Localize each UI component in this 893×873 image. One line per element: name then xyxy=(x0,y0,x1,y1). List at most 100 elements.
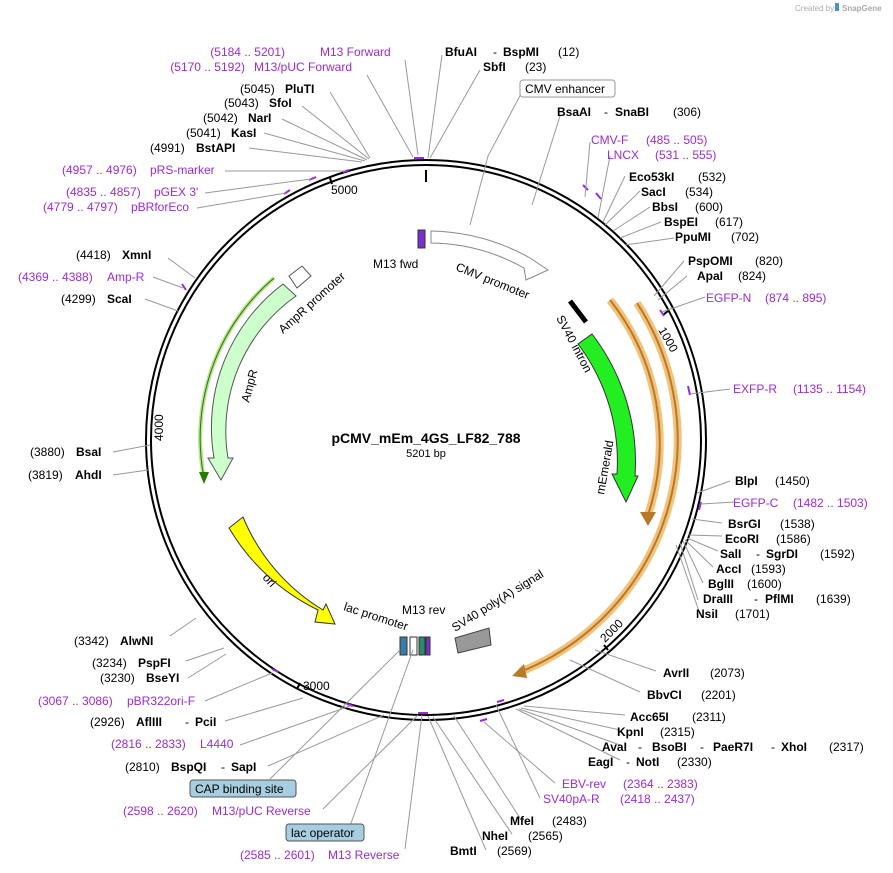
svg-text:-: - xyxy=(754,592,758,606)
labels-bottom-right: AvrII (2073) BbvCI (2201) Acc65I (2311) … xyxy=(450,666,864,858)
lac-promoter-label: lac promoter xyxy=(342,600,410,634)
site-nhei-pos: (2565) xyxy=(528,829,563,843)
site-avrii-pos: (2073) xyxy=(710,666,745,680)
site-kpni: KpnI xyxy=(617,725,644,739)
site-afliii-pos: (2926) xyxy=(90,715,125,729)
site-ppumi: PpuMI xyxy=(675,230,711,244)
site-bseyi: BseYI xyxy=(146,671,179,685)
site-nari: NarI xyxy=(248,111,271,125)
ampr-promoter-arrow xyxy=(288,265,312,289)
plasmid-size: 5201 bp xyxy=(406,448,446,460)
site-avai: AvaI xyxy=(602,740,627,754)
site-acc65i: Acc65I xyxy=(630,710,669,724)
primer-pbrforeco-pos: (4779 .. 4797) xyxy=(43,200,118,214)
site-xhoi: XhoI xyxy=(781,740,807,754)
svg-text:-: - xyxy=(604,105,608,119)
site-alwni: AlwNI xyxy=(120,634,153,648)
primer-m13rev-pos: (2585 .. 2601) xyxy=(240,848,315,862)
site-bbsi: BbsI xyxy=(652,200,678,214)
site-ahdi-pos: (3819) xyxy=(28,468,63,482)
site-pspomi-pos: (820) xyxy=(755,254,783,268)
primer-egfpn-pos: (874 .. 895) xyxy=(765,291,826,305)
sv40-polya-label: SV40 poly(A) signal xyxy=(449,567,546,635)
orange-arrowhead-2 xyxy=(512,664,527,678)
site-sbfi-pos: (23) xyxy=(525,60,546,74)
primer-m13fwd-label: M13 Forward xyxy=(320,45,391,59)
primer-l4440-label: L4440 xyxy=(200,737,234,751)
primer-m13puc-rev-label: M13/pUC Reverse xyxy=(212,804,311,818)
site-acci: AccI xyxy=(716,562,741,576)
sv40-intron-bar xyxy=(568,299,588,324)
ampr-outline-arrowhead xyxy=(199,472,209,484)
svg-text:-: - xyxy=(185,715,189,729)
site-eagi: EagI xyxy=(588,755,613,769)
site-alwni-pos: (3342) xyxy=(74,634,109,648)
m13-fwd-feature xyxy=(417,229,426,249)
labels-top: (5184 .. 5201) M13 Forward (5170 .. 5192… xyxy=(170,45,866,396)
lac-operator-feature xyxy=(399,636,408,656)
site-noti: NotI xyxy=(636,755,659,769)
site-pluti-pos: (5045) xyxy=(240,82,275,96)
site-ahdi: AhdI xyxy=(75,468,102,482)
site-ppumi-pos: (702) xyxy=(731,230,759,244)
orange-arrow-2 xyxy=(519,302,679,673)
primer-prs-label: pRS-marker xyxy=(150,163,215,177)
cap-site-label: CAP binding site xyxy=(195,782,284,796)
backbone-inner xyxy=(150,164,702,716)
site-kasi-pos: (5041) xyxy=(186,126,221,140)
primer-ebvrev-label: EBV-rev xyxy=(562,777,606,791)
site-bsrgi-pos: (1538) xyxy=(780,517,815,531)
site-sali: SalI xyxy=(720,547,741,561)
site-scai-pos: (4299) xyxy=(61,292,96,306)
primer-pgex-label: pGEX 3' xyxy=(154,185,198,199)
primer-m13puc-fwd-label: M13/pUC Forward xyxy=(254,60,352,74)
site-ecori: EcoRI xyxy=(725,532,759,546)
primer-lncx-label: LNCX xyxy=(607,148,639,162)
site-bspei: BspEI xyxy=(664,215,698,229)
site-pspfi-pos: (3234) xyxy=(92,656,127,670)
cmv-promoter-arrow xyxy=(430,230,550,281)
site-bstapi-pos: (4991) xyxy=(150,141,185,155)
primer-egfpn-label: EGFP-N xyxy=(706,291,751,305)
m13-rev-label: M13 rev xyxy=(402,603,445,617)
cmv-enhancer-label: CMV enhancer xyxy=(525,82,605,96)
tick-mark-3000 xyxy=(296,682,301,690)
site-avrii: AvrII xyxy=(663,666,689,680)
site-afliii: AflIII xyxy=(136,715,162,729)
snapgene-brand: SnapGene xyxy=(842,4,882,13)
orange-arrowhead-1 xyxy=(640,512,656,526)
cmv-enhancer-box xyxy=(519,79,616,98)
site-bspqi-pos: (2810) xyxy=(125,760,160,774)
plasmid-name: pCMV_mEm_4GS_LF82_788 xyxy=(331,430,520,446)
primer-m13rev-label: M13 Reverse xyxy=(328,848,400,862)
sv40-polya-feature xyxy=(454,627,492,654)
site-bbsi-pos: (600) xyxy=(695,200,723,214)
site-apai: ApaI xyxy=(697,269,723,283)
site-eagi-pos: (2330) xyxy=(677,755,712,769)
cap-site-box xyxy=(189,779,297,798)
primer-egfpc-pos: (1482 .. 1503) xyxy=(793,496,868,510)
primer-pbrforeco-label: pBRforEco xyxy=(131,200,189,214)
orange-arrow-1 xyxy=(609,299,661,516)
primer-exfpr-label: EXFP-R xyxy=(733,382,777,396)
site-bfuai: BfuAI xyxy=(445,45,477,59)
created-by-text: Created by xyxy=(795,4,834,13)
site-acc65i-pos: (2311) xyxy=(692,710,726,724)
site-xmni: XmnI xyxy=(122,248,151,262)
site-bfuai-pos: (12) xyxy=(558,45,579,59)
site-nari-pos: (5042) xyxy=(203,111,238,125)
lac-promoter-feature xyxy=(409,636,418,656)
primer-mark-prs xyxy=(342,169,350,173)
primer-ebvrev-pos: (2364 .. 2383) xyxy=(623,777,698,791)
svg-text:-: - xyxy=(626,755,630,769)
site-pflmi: PflMI xyxy=(765,592,794,606)
site-draiii: DraIII xyxy=(703,592,733,606)
ampr-label: AmpR xyxy=(238,368,260,404)
ori-arrow xyxy=(228,516,336,625)
labels-left: (5045) PluTI (5043) SfoI (5042) NarI (50… xyxy=(18,82,314,482)
site-bsobi: BsoBI xyxy=(652,740,687,754)
site-pluti: PluTI xyxy=(285,82,314,96)
memerald-label: mEmerald xyxy=(593,439,616,495)
site-pspfi: PspFI xyxy=(138,656,171,670)
site-nhei: NheI xyxy=(482,829,508,843)
